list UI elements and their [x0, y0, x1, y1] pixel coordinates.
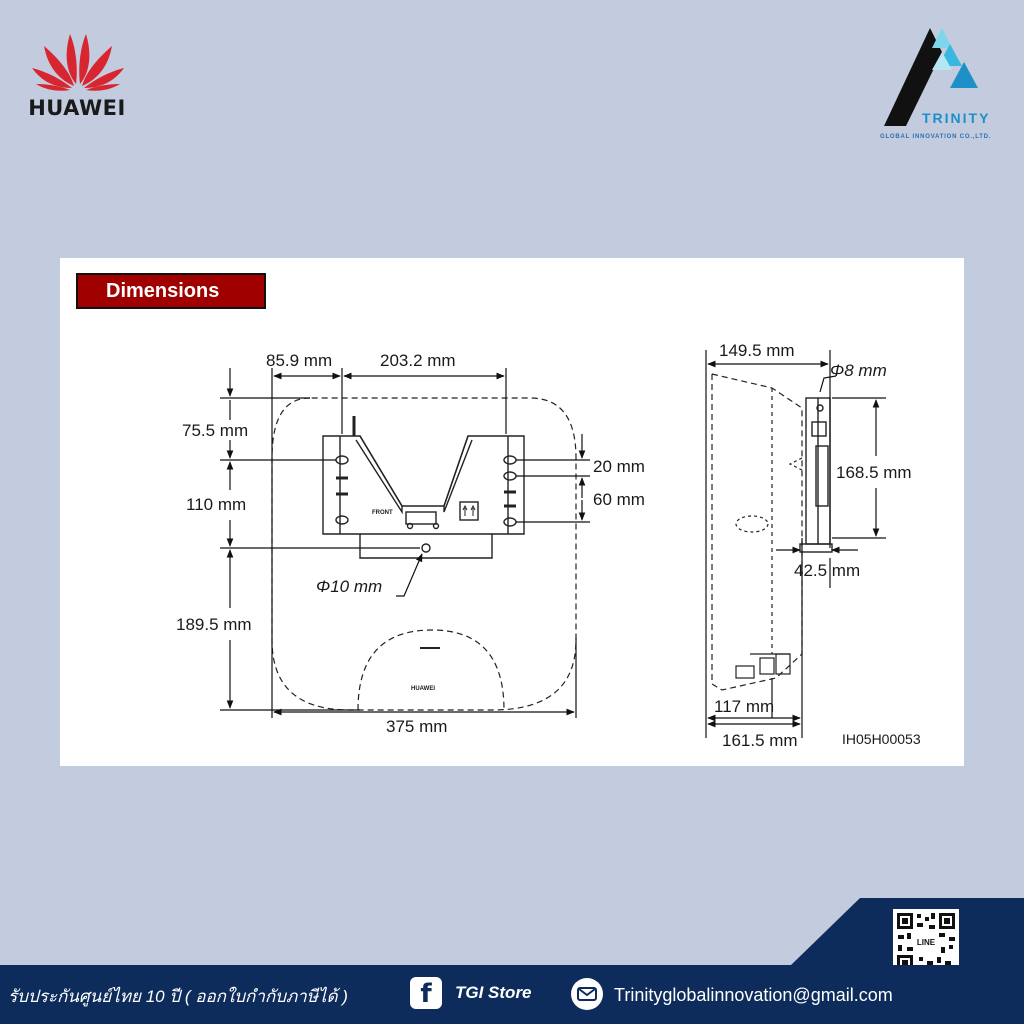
side-bracket	[799, 397, 833, 553]
facebook-page-link[interactable]: TGI Store	[455, 983, 532, 1002]
dim-left-lower: 189.5 mm	[176, 615, 252, 634]
qr-line-label: LINE	[917, 938, 936, 947]
email-link[interactable]: Trinityglobalinnovation@gmail.com	[614, 985, 893, 1005]
trinity-subtitle: GLOBAL INNOVATION CO.,LTD.	[880, 134, 992, 140]
dim-side-hole: Φ8 mm	[830, 361, 887, 380]
facebook-icon[interactable]: f	[410, 977, 442, 1009]
huawei-wordmark: HUAWEI	[28, 96, 126, 120]
dim-top-right: 203.2 mm	[380, 351, 456, 370]
dim-top-left: 85.9 mm	[266, 351, 332, 370]
side-connectors	[735, 653, 791, 679]
inverter-body-logo: HUAWEI	[411, 686, 435, 692]
side-view	[711, 373, 833, 691]
section-title: Dimensions	[76, 273, 266, 309]
side-dimension-lines	[705, 350, 886, 738]
dim-bottom: 375 mm	[386, 717, 447, 736]
trinity-wordmark: TRINITY	[922, 110, 991, 126]
huawei-logo: HUAWEI	[22, 24, 132, 124]
dim-left-mid: 110 mm	[186, 495, 246, 514]
qr-code-icon: LINE	[895, 911, 957, 973]
trinity-logo: TRINITY GLOBAL INNOVATION CO.,LTD.	[872, 22, 1012, 147]
front-dimension-lines	[220, 368, 590, 718]
dim-right-lower: 60 mm	[593, 490, 645, 509]
dim-side-bracket-depth: 42.5 mm	[794, 561, 860, 580]
dim-right-upper: 20 mm	[593, 457, 645, 476]
dim-left-upper: 75.5 mm	[182, 421, 248, 440]
side-outline	[711, 373, 803, 691]
front-dome	[357, 629, 505, 711]
warranty-text: รับประกันศูนย์ไทย 10 ปี ( ออกใบกำกับภาษี…	[8, 987, 348, 1006]
trinity-mark-icon	[884, 28, 978, 126]
dim-hole: Φ10 mm	[316, 577, 382, 596]
mounting-bracket	[322, 416, 525, 559]
bracket-front-label: FRONT	[372, 510, 393, 516]
dimensions-panel: Dimensions	[60, 258, 964, 766]
front-view	[271, 397, 577, 711]
dim-side-bottom-inner: 117 mm	[714, 697, 774, 716]
dimension-drawing: FRONT HUAWEI	[176, 341, 921, 750]
mail-icon[interactable]	[570, 977, 604, 1011]
dim-side-bottom-outer: 161.5 mm	[722, 731, 798, 750]
dim-side-top: 149.5 mm	[719, 341, 795, 360]
dim-side-bracket-height: 168.5 mm	[836, 463, 912, 482]
drawing-code: IH05H00053	[842, 731, 921, 747]
huawei-petals-icon	[32, 34, 124, 91]
footer-bar: รับประกันศูนย์ไทย 10 ปี ( ออกใบกำกับภาษี…	[0, 965, 1024, 1024]
